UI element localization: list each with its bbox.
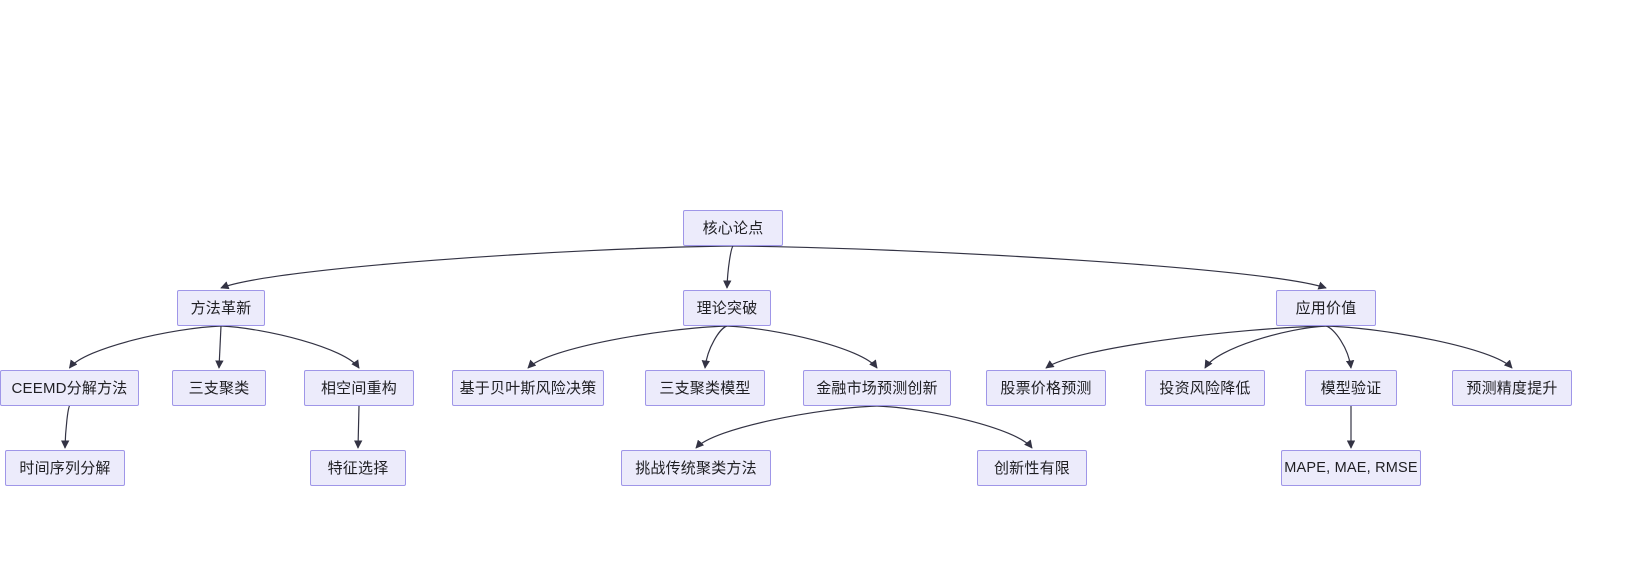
node-ceemd[interactable]: CEEMD分解方法 — [0, 370, 139, 406]
edge-root-to-method — [220, 245, 734, 290]
node-label: 投资风险降低 — [1159, 379, 1251, 397]
edge-application-to-risk — [1204, 325, 1327, 369]
node-tsdecomp[interactable]: 时间序列分解 — [5, 450, 125, 486]
node-label: MAPE, MAE, RMSE — [1284, 459, 1418, 476]
edge-theory-to-bayes — [527, 325, 728, 369]
node-method[interactable]: 方法革新 — [177, 290, 265, 326]
node-challenge[interactable]: 挑战传统聚类方法 — [621, 450, 771, 486]
edges-group — [60, 245, 1513, 449]
edge-phase-to-feature — [353, 405, 363, 449]
edge-application-to-accuracy — [1325, 325, 1513, 369]
node-label: 创新性有限 — [993, 459, 1070, 477]
node-label: 三支聚类模型 — [659, 379, 751, 397]
node-label: CEEMD分解方法 — [11, 379, 128, 397]
node-finance[interactable]: 金融市场预测创新 — [803, 370, 951, 406]
edge-theory-to-finance — [726, 325, 878, 369]
node-accuracy[interactable]: 预测精度提升 — [1452, 370, 1572, 406]
edge-theory-to-twmodel — [701, 325, 728, 369]
edge-finance-to-challenge — [695, 405, 878, 449]
node-label: 理论突破 — [696, 299, 758, 317]
node-label: 挑战传统聚类方法 — [635, 459, 757, 477]
node-label: 特征选择 — [327, 459, 389, 477]
node-label: 金融市场预测创新 — [816, 379, 938, 397]
node-phase[interactable]: 相空间重构 — [304, 370, 414, 406]
edge-method-to-ceemd — [68, 325, 222, 369]
edge-root-to-theory — [723, 245, 734, 289]
edge-application-to-validate — [1325, 325, 1355, 369]
node-theory[interactable]: 理论突破 — [683, 290, 771, 326]
edge-application-to-stock — [1045, 325, 1327, 369]
node-application[interactable]: 应用价值 — [1276, 290, 1376, 326]
edge-method-to-threeway — [215, 325, 224, 369]
edge-root-to-application — [732, 245, 1327, 290]
node-label: 基于贝叶斯风险决策 — [459, 379, 597, 397]
edge-finance-to-limited — [876, 405, 1033, 449]
node-label: 方法革新 — [190, 299, 252, 317]
node-label: 核心论点 — [702, 219, 764, 237]
node-metrics[interactable]: MAPE, MAE, RMSE — [1281, 450, 1421, 486]
node-label: 应用价值 — [1295, 299, 1357, 317]
node-label: 时间序列分解 — [19, 459, 111, 477]
node-feature[interactable]: 特征选择 — [310, 450, 406, 486]
node-limited[interactable]: 创新性有限 — [977, 450, 1087, 486]
node-label: 预测精度提升 — [1466, 379, 1558, 397]
node-bayes[interactable]: 基于贝叶斯风险决策 — [452, 370, 604, 406]
edge-method-to-phase — [220, 325, 360, 369]
node-twmodel[interactable]: 三支聚类模型 — [645, 370, 765, 406]
node-threeway[interactable]: 三支聚类 — [172, 370, 266, 406]
edge-ceemd-to-tsdecomp — [60, 405, 71, 449]
node-validate[interactable]: 模型验证 — [1305, 370, 1397, 406]
node-stock[interactable]: 股票价格预测 — [986, 370, 1106, 406]
node-label: 模型验证 — [1320, 379, 1382, 397]
node-risk[interactable]: 投资风险降低 — [1145, 370, 1265, 406]
node-root[interactable]: 核心论点 — [683, 210, 783, 246]
node-label: 相空间重构 — [320, 379, 397, 397]
node-label: 股票价格预测 — [1000, 379, 1092, 397]
node-label: 三支聚类 — [188, 379, 250, 397]
